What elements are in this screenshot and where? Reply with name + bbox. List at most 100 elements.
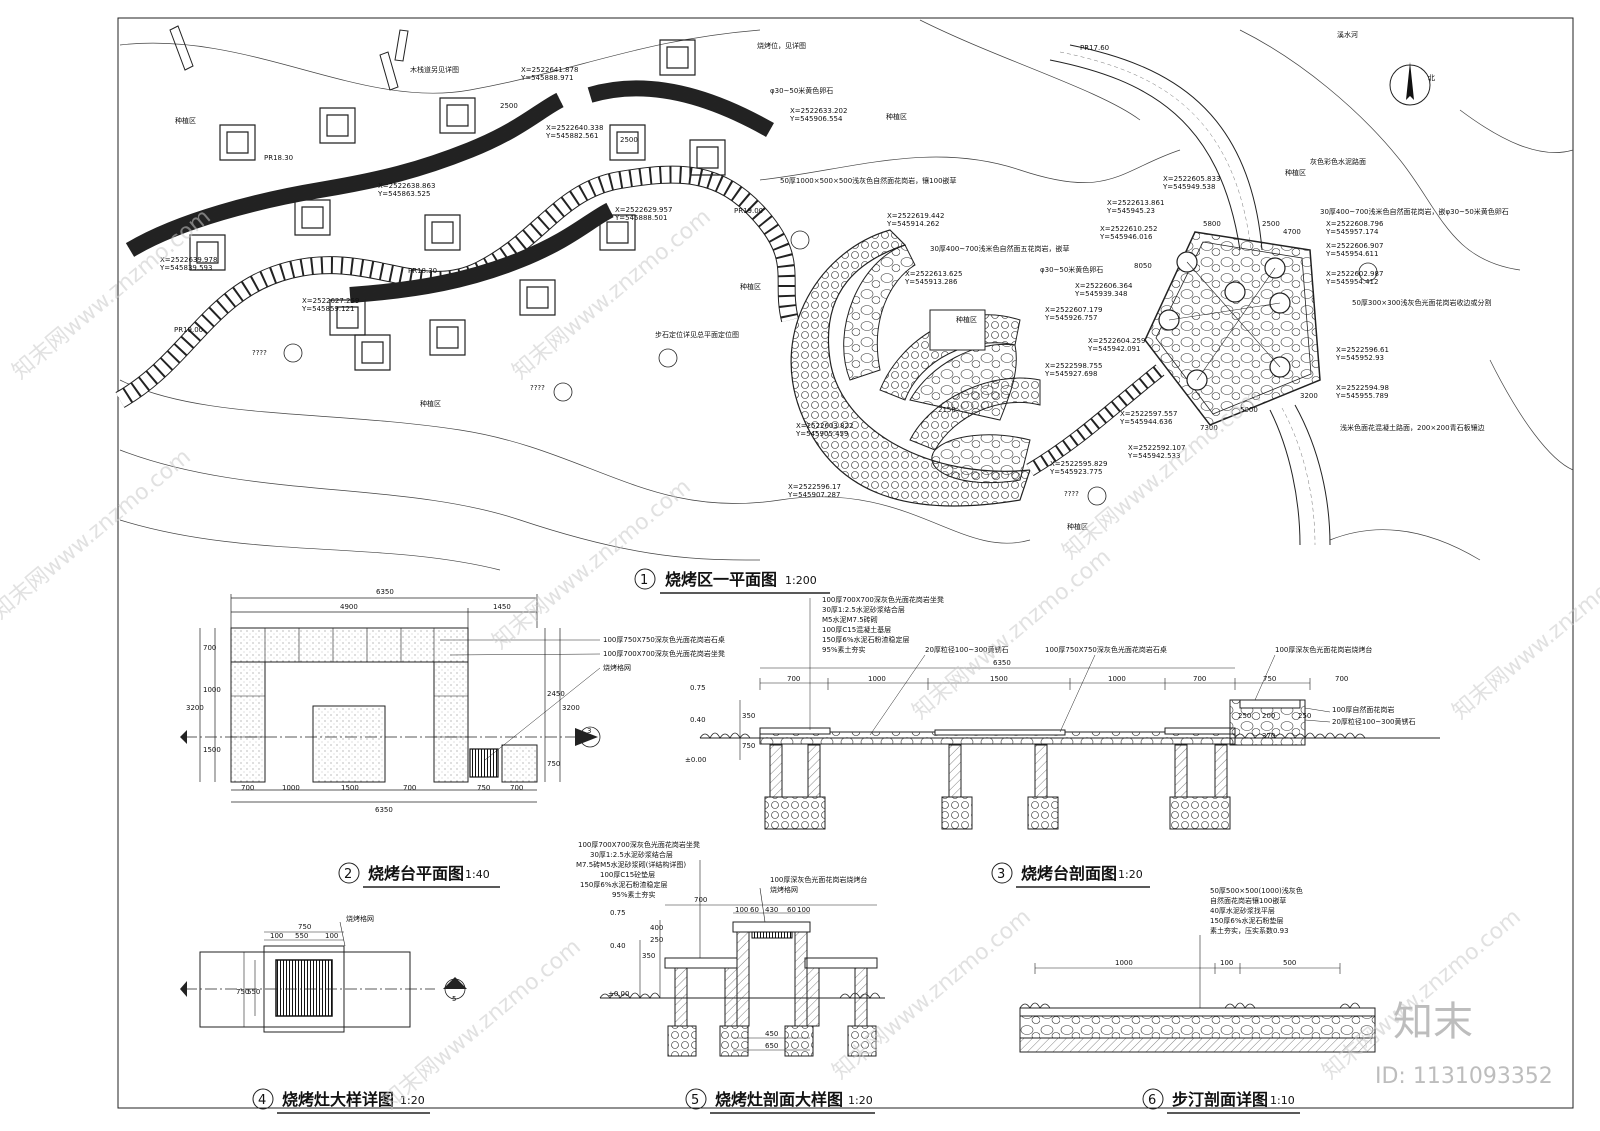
dimension: 700 — [1335, 675, 1348, 683]
plan-note: 灰色彩色水泥路面 — [1310, 157, 1366, 166]
callout-note: 100厚700X700深灰色光面花岗岩坐凳 — [578, 840, 700, 849]
dimension: 1500 — [203, 746, 221, 754]
callout-note: 100厚自然面花岗岩 — [1332, 705, 1394, 714]
dimension: 1000 — [1115, 959, 1133, 967]
coordinate-label: X=2522629.957 — [615, 206, 672, 214]
coordinate-labels: X=2522641.878Y=545888.971X=2522633.202Y=… — [159, 66, 1389, 499]
dimension: 550 — [247, 988, 260, 996]
title-scale: 1:20 — [848, 1094, 873, 1107]
section-marker-icon — [283, 230, 1378, 506]
callout-note: 100厚深灰色光面花岗岩烧烤台 — [1275, 645, 1372, 654]
svg-text:知末网www.znzmo.com: 知末网www.znzmo.com — [378, 934, 586, 1114]
title-2: 2 烧烤台平面图 1:40 — [338, 862, 500, 888]
river-label: 溪水河 — [1337, 30, 1358, 39]
planting-area-label: 种植区 — [175, 116, 196, 125]
title-text: 烧烤灶剖面大样图 — [715, 1090, 843, 1109]
dimension: 1000 — [1108, 675, 1126, 683]
dimension: 7300 — [1200, 424, 1218, 432]
coordinate-label: Y=545946.016 — [1099, 233, 1153, 241]
callout-note: 150厚6%水泥石粉渣稳定层 — [822, 635, 909, 644]
callout-note: 30厚1:2.5水泥砂浆结合层 — [822, 605, 905, 614]
dimension: 1000 — [282, 784, 300, 792]
dimension: 60 — [787, 906, 796, 914]
dimension: 3200 — [1300, 392, 1318, 400]
callout-note: 150厚6%水泥石粉渣稳定层 — [580, 880, 667, 889]
callout-note: 烧烤格网 — [603, 663, 631, 672]
callout-note: 自然面花岗岩镶100嵌草 — [1210, 896, 1286, 905]
title-number: 6 — [1148, 1093, 1156, 1108]
planting-area-label: 种植区 — [956, 315, 977, 324]
plan-note: 30厚400~700浅米色自然面花岗岩，嵌φ30~50米黄色卵石 — [1320, 207, 1509, 216]
elevation-label: 0.75 — [610, 909, 626, 917]
dimension: 6350 — [376, 588, 394, 596]
svg-text:知末网www.znzmo.com: 知末网www.znzmo.com — [488, 474, 696, 654]
dimension: 200 — [1262, 712, 1275, 720]
dimension: 650 — [765, 1042, 778, 1050]
image-id: ID: 1131093352 — [1375, 1064, 1553, 1089]
coordinate-label: Y=545952.93 — [1335, 354, 1384, 362]
dimension: 250 — [1298, 712, 1311, 720]
dimension: 750 — [1263, 675, 1276, 683]
plan-note: 浅米色面花混凝土路面，200×200青石板镶边 — [1340, 423, 1485, 432]
title-scale: 1:20 — [1118, 868, 1143, 881]
coordinate-label: Y=545882.561 — [545, 132, 598, 140]
coordinate-label: X=2522595.829 — [1050, 460, 1107, 468]
title-number: 5 — [691, 1093, 699, 1108]
dimension: 100 — [270, 932, 283, 940]
dimension: 750 — [742, 742, 755, 750]
coordinate-label: Y=545926.757 — [1044, 314, 1097, 322]
plan-note: 30厚400~700浅米色自然面五花岗岩，嵌草 — [930, 244, 1070, 253]
dimension: 1500 — [341, 784, 359, 792]
dimension: 1000 — [203, 686, 221, 694]
callout-note: 100厚C15混凝土基层 — [822, 625, 891, 634]
coordinate-label: Y=545839.593 — [159, 264, 212, 272]
dimension: 100 — [797, 906, 810, 914]
coordinate-label: X=2522602.987 — [1326, 270, 1383, 278]
callout-note: 100厚750X750深灰色光面花岗岩石桌 — [603, 635, 725, 644]
detail-3-section: 100厚700X700深灰色光面花岗岩坐凳 30厚1:2.5水泥砂浆结合层 M5… — [685, 595, 1440, 830]
coordinate-label: Y=545942.091 — [1087, 345, 1140, 353]
coordinate-label: Y=545949.538 — [1162, 183, 1215, 191]
coordinate-label: X=2522633.202 — [790, 107, 847, 115]
title-1: 1 烧烤区一平面图 1:200 — [634, 568, 830, 594]
section-number: 5 — [452, 995, 456, 1003]
dimension: 6350 — [993, 659, 1011, 667]
coordinate-label: Y=545907.287 — [787, 491, 840, 499]
title-4: 4 烧烤灶大样详图 1:20 — [252, 1088, 430, 1114]
title-text: 步汀剖面详图 — [1172, 1090, 1268, 1109]
coordinate-label: X=2522596.17 — [788, 483, 841, 491]
pr-label: PR17.60 — [1080, 44, 1109, 52]
coordinate-label: X=2522639.978 — [160, 256, 217, 264]
detail-2-plan: 3 6350 4900 1450 700 1000 1500 700 750 7… — [180, 588, 725, 814]
dimension: 3200 — [562, 704, 580, 712]
north-label: 北 — [1428, 74, 1435, 82]
coordinate-label: Y=545914.262 — [886, 220, 939, 228]
coordinate-label: X=2522608.796 — [1326, 220, 1384, 228]
dimension: 500 — [1283, 959, 1296, 967]
title-3: 3 烧烤台剖面图 1:20 — [991, 862, 1150, 888]
coordinate-label: Y=545906.554 — [789, 115, 843, 123]
coordinate-label: X=2522607.179 — [1045, 306, 1102, 314]
coordinate-label: X=2522638.863 — [378, 182, 435, 190]
planting-area-label: 种植区 — [886, 112, 907, 121]
coordinate-label: Y=545888.501 — [614, 214, 667, 222]
callout-note: 素土夯实，压实系数0.93 — [1210, 926, 1289, 935]
coordinate-label: Y=545955.789 — [1335, 392, 1388, 400]
dimension: 450 — [765, 1030, 778, 1038]
dimension: 100 — [735, 906, 748, 914]
plan-note: φ30~50米黄色卵石 — [770, 86, 833, 95]
pr-label: PR18.30 — [264, 154, 293, 162]
coordinate-label: X=2522613.861 — [1107, 199, 1164, 207]
dimension: 250 — [650, 936, 663, 944]
title-number: 4 — [258, 1093, 266, 1108]
dimension: 700 — [203, 644, 216, 652]
svg-text:知末网www.znzmo.com: 知末网www.znzmo.com — [908, 544, 1116, 724]
callout-note: 100厚750X750深灰色光面花岗岩石桌 — [1045, 645, 1167, 654]
elevation-label: ±0.00 — [608, 990, 629, 998]
pr-label: PR19.00 — [174, 326, 203, 334]
title-5: 5 烧烤灶剖面大样图 1:20 — [685, 1088, 875, 1114]
dimension: 2450 — [547, 690, 565, 698]
callout-note: 95%素土夯实 — [822, 645, 866, 654]
coordinate-label: Y=545945.23 — [1106, 207, 1155, 215]
